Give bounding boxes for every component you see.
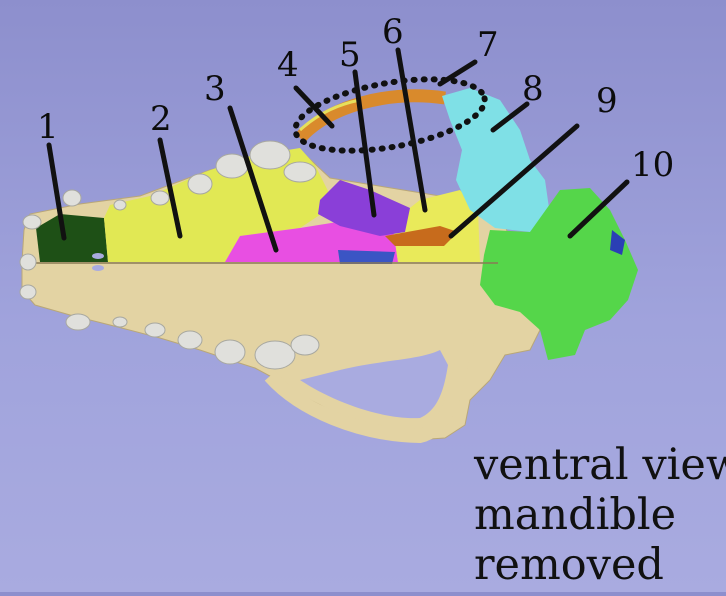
caption-line-2: mandible [474, 490, 726, 540]
label-2: 2 [150, 99, 172, 139]
view-caption: ventral view mandible removed [474, 440, 726, 590]
label-5: 5 [339, 35, 361, 75]
caption-line-1: ventral view [474, 440, 726, 490]
label-3: 3 [204, 69, 226, 109]
region-7 [338, 250, 395, 264]
label-10: 10 [631, 145, 674, 185]
caption-line-3: removed [474, 540, 726, 590]
label-9: 9 [596, 81, 618, 121]
label-8: 8 [522, 69, 544, 109]
label-7: 7 [477, 25, 499, 65]
label-1: 1 [37, 107, 59, 147]
label-6: 6 [382, 12, 404, 52]
label-4: 4 [277, 45, 299, 85]
